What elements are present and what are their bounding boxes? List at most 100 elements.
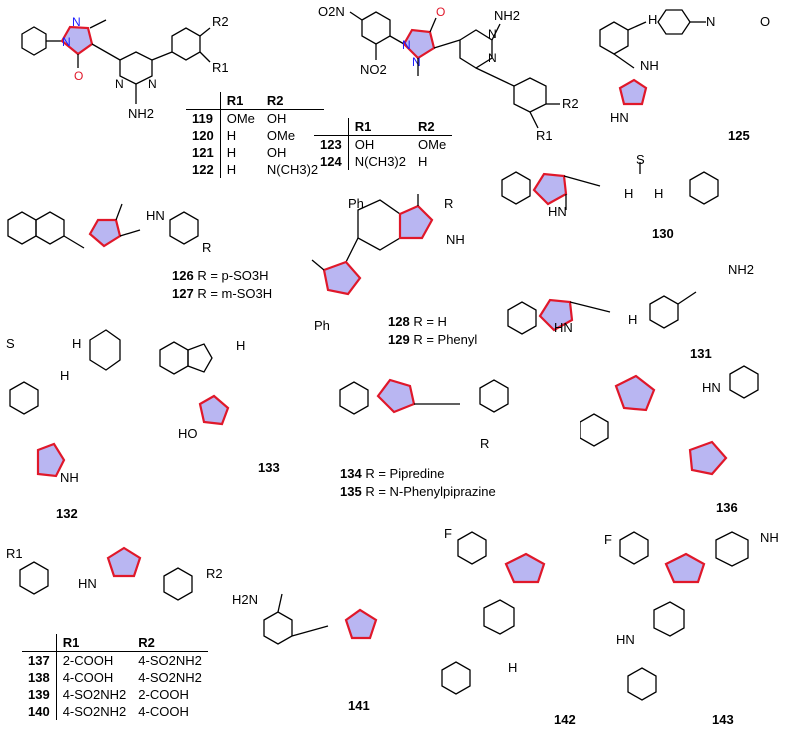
structure-142 [441,531,546,695]
atom-so2nh2: NH2 [728,262,755,277]
atom-h2n: H2N [232,592,259,607]
structure-119-122: N N O N N [21,15,211,104]
pyrazolone-ring [618,78,648,106]
compound-id: 124 [314,153,349,170]
atom-r1: R1 [212,60,229,75]
r1-value: 4-SO2NH2 [62,687,127,702]
atom-f: F [604,532,612,547]
r1-value: OH [354,137,375,152]
svg-text:N: N [115,77,124,91]
r1-value: H [226,128,237,143]
structure-125 [599,9,706,106]
atom-f: F [444,526,452,541]
r1-value: 2-COOH [62,653,114,668]
compound-id: 129 [388,332,410,347]
compound-id: 135 [340,484,362,499]
structure-131 [507,291,697,335]
r2-value: N(CH3)2 [266,162,319,177]
atom-hn: HN [702,380,721,395]
pyrazolone-ring [402,28,436,60]
table-header-r1: R1 [220,92,261,110]
pyrazolone-ring [614,374,656,412]
atom-hn: HN [548,204,567,219]
structure-132 [9,329,121,478]
atom-h: H [236,338,246,353]
atom-o-morpholine: O [760,14,771,29]
legend-128: 128 R = H [388,314,447,329]
compound-id: 137 [22,651,57,669]
atom-hn: HN [78,576,97,591]
compound-id: 120 [186,127,221,144]
atom-nh: NH [640,58,659,73]
r2-value: H [418,154,428,169]
table-header-r2: R2 [260,92,325,110]
r2-value: 2-COOH [138,687,189,702]
svg-text:N: N [488,51,497,65]
atom-r: R [480,436,490,451]
atom-nh: NH [60,470,79,485]
r-definition: R = Pipredine [365,466,445,481]
r-definition: R = H [413,314,447,329]
atom-ph-top: Ph [348,196,364,211]
atom-r1: R1 [536,128,553,143]
pyrazolone-ring [538,298,574,332]
atom-ph-bottom: Ph [314,318,330,333]
compound-label-132: 132 [56,506,78,521]
atom-r1: R1 [6,546,23,561]
pyrazolone-ring [60,25,94,56]
compound-label-125: 125 [728,128,750,143]
atom-nh2: NH2 [128,106,155,121]
structure-128-129 [311,194,434,296]
svg-text:N: N [148,77,157,91]
table-row: 120 H OMe [186,127,324,144]
pyrazolone-ring [398,204,434,240]
r2-value: OH [266,111,287,126]
table-header-blank [314,118,349,136]
atom-no2: NO2 [360,62,387,77]
svg-text:N: N [412,55,421,69]
compound-label-131: 131 [690,346,712,361]
structure-123-124: N N O N N [349,5,560,129]
pyrazolone-ring [688,440,728,476]
atom-o2n: O2N [318,4,345,19]
compound-id: 134 [340,466,362,481]
svg-text:O: O [436,5,445,19]
svg-text:O: O [74,69,83,83]
r2-value: OMe [418,137,447,152]
r-definition: R = N-Phenylpiprazine [365,484,496,499]
pyrazolone-ring [36,442,66,478]
r2-value: OMe [266,128,296,143]
r2-value: 4-COOH [138,704,189,719]
structure-143 [619,531,749,701]
pyrazolone-ring [532,172,568,206]
atom-n-morpholine: N [706,14,716,29]
legend-129: 129 R = Phenyl [388,332,477,347]
table-header-r1: R1 [348,118,412,136]
atom-h: H [60,368,70,383]
atom-r: R [202,240,212,255]
compound-label-142: 142 [554,712,576,727]
atom-r2: R2 [212,14,229,29]
r1-value: OMe [226,111,255,126]
r1-value: 4-COOH [62,670,114,685]
legend-126: 126 R = p-SO3H [172,268,269,283]
atom-hn: HN [146,208,165,223]
atom-nh2: NH2 [494,8,521,23]
atom-ho: HO [178,426,198,441]
r2-value: OH [266,145,287,160]
svg-text:N: N [72,15,81,29]
pyrazolone-ring [88,218,122,248]
legend-135: 135 R = N-Phenylpiprazine [340,484,496,499]
atom-h: H [648,12,658,27]
